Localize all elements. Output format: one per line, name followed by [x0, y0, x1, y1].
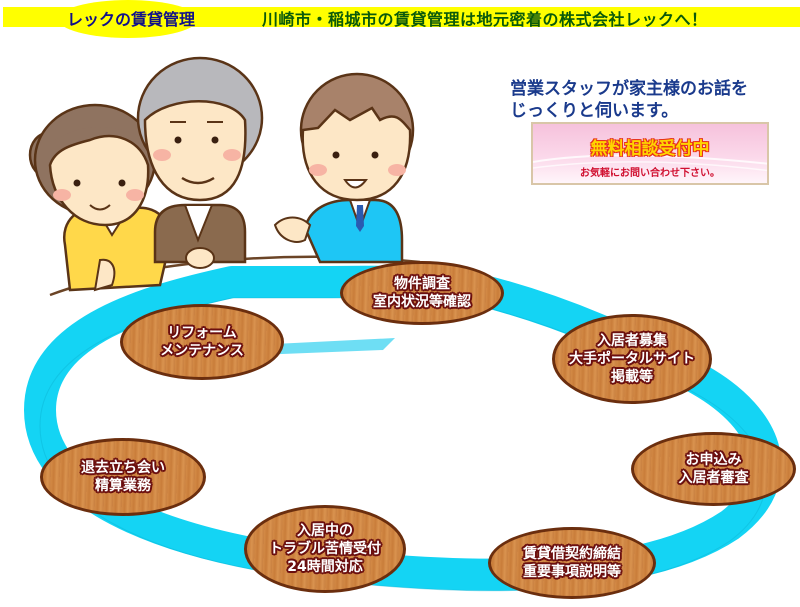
- woman-figure: [28, 103, 171, 292]
- consultation-subtitle: お気軽にお問い合わせ下さい。: [580, 168, 720, 179]
- step-line: メンテナンス: [160, 343, 244, 359]
- brand-title[interactable]: レックの賃貸管理: [66, 10, 195, 29]
- cycle-step-move-out[interactable]: 退去立ち会い 精算業務: [40, 438, 206, 516]
- elderly-man-figure: [136, 56, 264, 269]
- step-line: 賃貸借契約締結: [523, 546, 621, 562]
- free-consultation-banner[interactable]: 無料相談受付中 お気軽にお問い合わせ下さい。: [531, 122, 769, 185]
- step-line: 大手ポータルサイト: [569, 351, 695, 367]
- step-line: 室内状況等確認: [373, 294, 471, 310]
- cycle-step-tenant-recruitment[interactable]: 入居者募集 大手ポータルサイト 掲載等: [552, 314, 712, 404]
- header-tagline: 川崎市・稲城市の賃貸管理は地元密着の株式会社レックへ！: [262, 10, 708, 29]
- step-line: 入居者募集: [597, 333, 667, 349]
- cycle-step-lease-contract[interactable]: 賃貸借契約締結 重要事項説明等: [488, 527, 656, 599]
- step-line: 入居者審査: [678, 470, 749, 486]
- staff-message-line1: 営業スタッフが家主様のお話を: [510, 79, 748, 99]
- step-line: お申込み: [685, 452, 742, 468]
- wave-decoration: [533, 154, 767, 172]
- step-line: 24時間対応: [287, 559, 363, 575]
- step-line: トラブル苦情受付: [269, 541, 381, 557]
- header-bar: [3, 7, 800, 27]
- consultation-title: 無料相談受付中: [590, 139, 710, 159]
- step-line: 物件調査: [394, 276, 450, 292]
- cycle-step-reform-maintenance[interactable]: リフォーム メンテナンス: [120, 304, 284, 380]
- step-line: 精算業務: [95, 478, 151, 494]
- step-line: 重要事項説明等: [523, 564, 621, 580]
- staff-figure: [273, 72, 415, 264]
- cycle-step-property-survey[interactable]: 物件調査 室内状況等確認: [340, 261, 504, 325]
- staff-message-line2: じっくりと伺います。: [510, 101, 679, 121]
- cycle-step-application-screening[interactable]: お申込み 入居者審査: [631, 432, 796, 506]
- step-line: 退去立ち会い: [81, 460, 165, 476]
- brand-highlight: [58, 0, 198, 38]
- step-line: リフォーム: [167, 325, 237, 341]
- step-line: 掲載等: [611, 369, 653, 385]
- staff-message: 営業スタッフが家主様のお話を じっくりと伺います。: [510, 78, 748, 122]
- step-line: 入居中の: [297, 523, 353, 539]
- cycle-step-trouble-support[interactable]: 入居中の トラブル苦情受付 24時間対応: [244, 505, 406, 593]
